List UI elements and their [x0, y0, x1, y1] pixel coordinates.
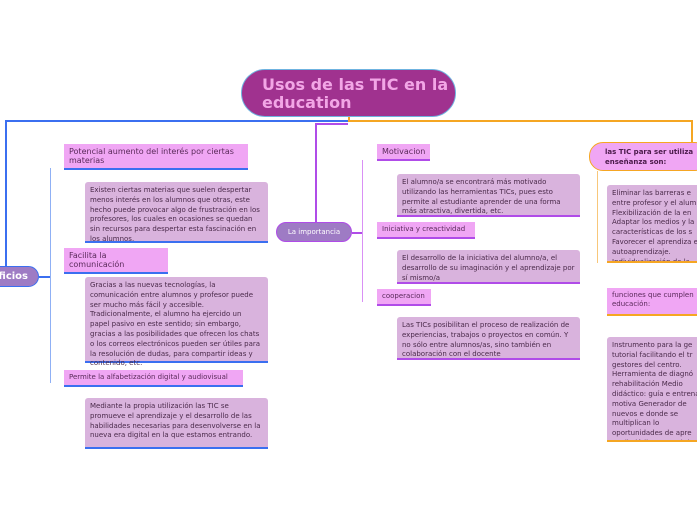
beneficios-label: eficios: [0, 271, 28, 282]
topic-iniciativa[interactable]: Iniciativa y creactividad: [377, 222, 475, 239]
connector: [362, 160, 363, 302]
detail-interes: Existen ciertas materias que suelen desp…: [85, 182, 268, 243]
topic-comunicacion[interactable]: Facilita la comunicación: [64, 248, 168, 274]
detail-ventajas: Eliminar las barreras e entre profesor y…: [607, 185, 697, 263]
connector: [5, 120, 348, 122]
importancia-node[interactable]: La importancia: [276, 222, 352, 242]
central-title: Usos de las TIC en la education: [262, 75, 449, 112]
importancia-label: La importancia: [287, 228, 341, 236]
topic-cooperacion[interactable]: cooperacion: [377, 289, 431, 306]
detail-funciones: Instrumento para la ge tutorial facilita…: [607, 337, 697, 442]
connector: [691, 120, 693, 142]
detail-motivacion: El alumno/a se encontrará más motivado u…: [397, 174, 580, 217]
connector: [39, 276, 50, 278]
connector: [348, 120, 692, 122]
detail-cooperacion: Las TICs posibilitan el proceso de reali…: [397, 317, 580, 360]
detail-iniciativa: El desarrollo de la iniciativa del alumn…: [397, 250, 580, 284]
detail-comunicacion: Gracias a las nuevas tecnologías, la com…: [85, 277, 268, 367]
connector: [315, 123, 348, 125]
beneficios-node[interactable]: eficios: [0, 266, 39, 287]
connector: [315, 123, 317, 222]
detail-alfabetizacion: Mediante la propia utilización las TIC s…: [85, 398, 268, 449]
topic-funciones[interactable]: funciones que cumplen educación:: [607, 288, 697, 316]
topic-motivacion[interactable]: Motivacion: [377, 144, 430, 161]
connector: [348, 117, 350, 121]
right-branch-node[interactable]: las TIC para ser utiliza enseñanza son:: [589, 142, 697, 171]
connector: [597, 171, 598, 263]
connector: [50, 168, 51, 383]
topic-interes[interactable]: Potencial aumento del interés por cierta…: [64, 144, 248, 170]
connector: [352, 232, 362, 234]
topic-alfabetizacion[interactable]: Permite la alfabetización digital y audi…: [64, 370, 243, 387]
central-topic[interactable]: Usos de las TIC en la education: [241, 69, 456, 117]
connector: [5, 120, 7, 266]
